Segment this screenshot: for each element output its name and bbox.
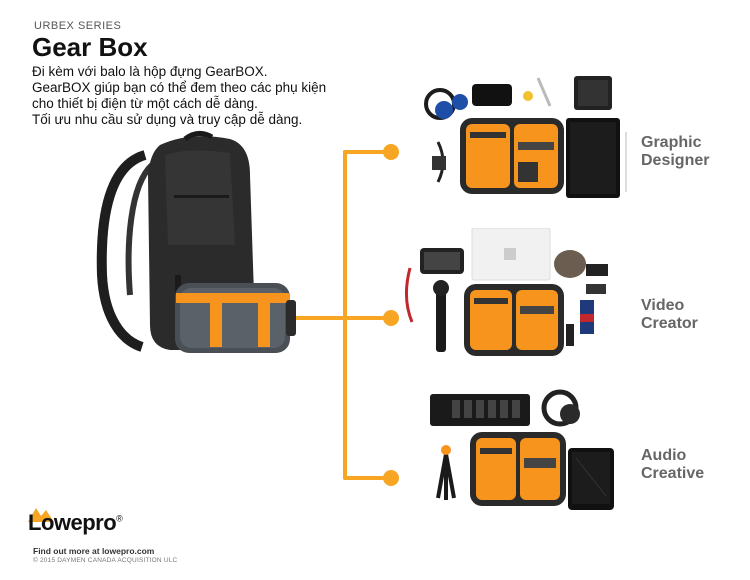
trademark-symbol: ®	[116, 513, 123, 524]
option-label-line: Designer	[641, 152, 710, 169]
microphone-icon	[554, 250, 586, 278]
lowepro-logo	[28, 508, 54, 522]
connector-dot	[383, 310, 399, 326]
description-line: cho thiết bị điện từ một cách dễ dàng.	[32, 96, 258, 111]
connector-dot	[383, 144, 399, 160]
description: Đi kèm với balo là hộp đựng GearBOX. Gea…	[32, 64, 372, 128]
option-label-graphic-designer: Graphic Designer	[641, 134, 709, 170]
option-label-line: Creative	[641, 465, 705, 482]
option-label-line: Audio	[641, 447, 687, 464]
option-label-line: Creator	[641, 315, 698, 332]
mountain-logo-icon	[28, 508, 54, 522]
option-label-video-creator: Video Creator	[641, 297, 698, 333]
video-creator-kit	[405, 228, 608, 356]
website-link[interactable]: Find out more at lowepro.com	[33, 546, 155, 556]
gimbal-icon	[436, 282, 446, 352]
connector-dot	[383, 470, 399, 486]
description-line: Tối ưu nhu cầu sử dụng và truy cập dễ dà…	[32, 112, 303, 127]
description-line: Đi kèm với balo là hộp đựng GearBOX.	[32, 64, 268, 79]
logo-wordmark: Lowepro	[28, 510, 117, 535]
option-label-line: Video	[641, 297, 685, 314]
option-label-line: Graphic	[641, 134, 702, 151]
series-label: URBEX SERIES	[34, 20, 122, 32]
description-line: GearBOX giúp bạn có thể đem theo các phụ…	[32, 80, 327, 95]
backpack-illustration	[96, 131, 296, 353]
page-title: Gear Box	[32, 32, 148, 62]
logo-text: Lowepro®	[28, 510, 123, 536]
phone-icon	[472, 84, 512, 106]
graphic-designer-kit	[424, 76, 627, 198]
option-label-audio-creative: Audio Creative	[641, 447, 704, 483]
audio-creative-kit	[430, 389, 614, 510]
copyright-text: © 2015 DAYMEN CANADA ACQUISITION ULC	[33, 557, 178, 564]
